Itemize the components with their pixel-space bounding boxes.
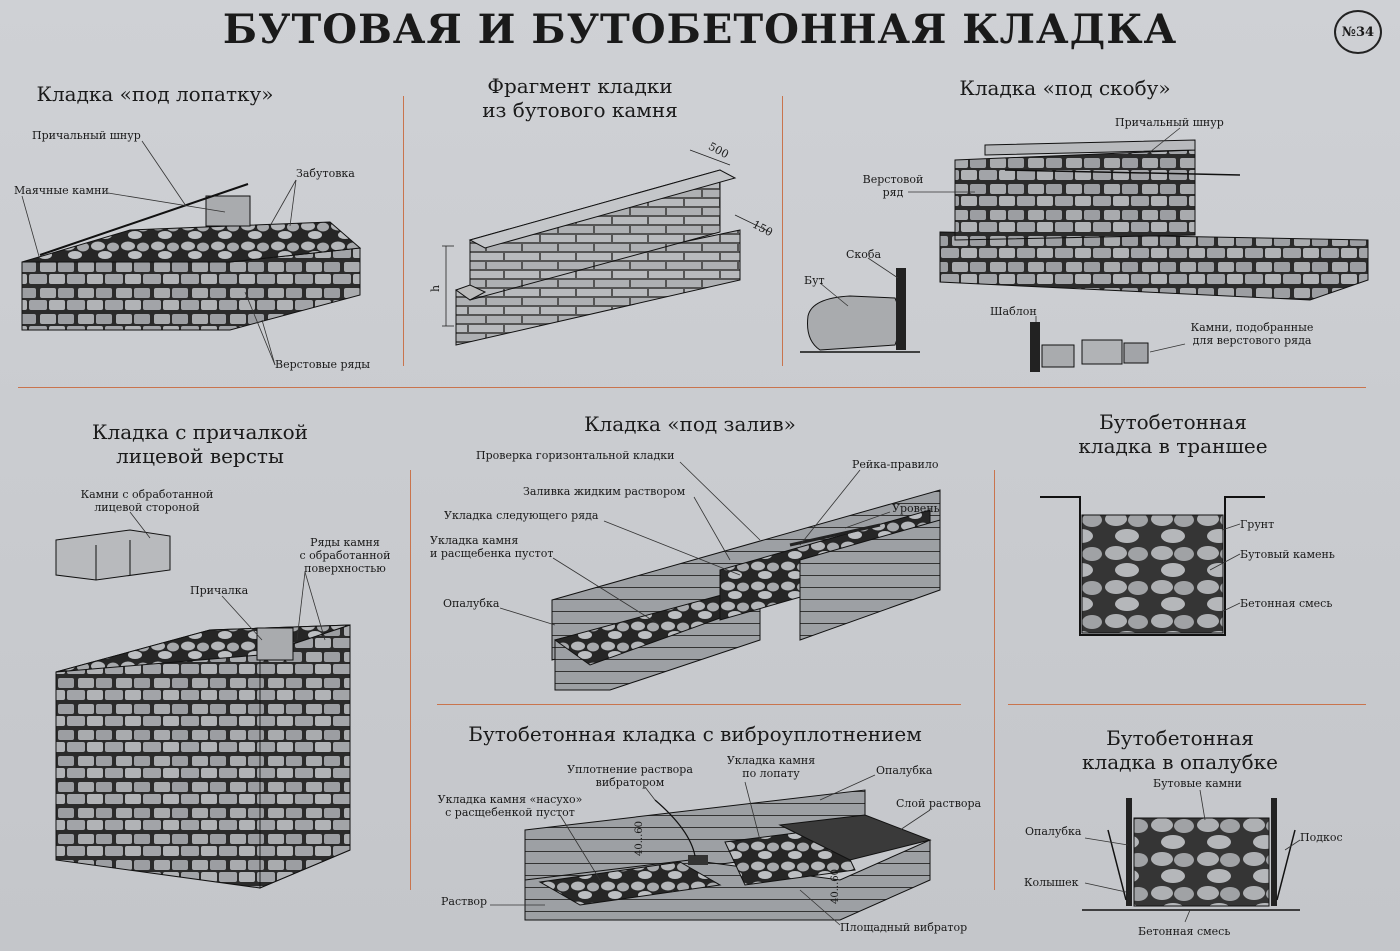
label-mayachnye-kamni: Маячные камни	[14, 184, 109, 197]
heading-fragment: Фрагмент кладки из бутового камня	[440, 74, 720, 122]
label-podkos: Подкос	[1300, 831, 1343, 844]
poster-title: БУТОВАЯ И БУТОБЕТОННАЯ КЛАДКА	[222, 6, 1178, 53]
label-po-lopatu-line1: Укладка камня	[726, 754, 816, 767]
label-kamni-obrabotannye-line2: лицевой стороной	[94, 501, 200, 514]
label-po-lopatu-line2: по лопату	[742, 767, 800, 780]
label-reyka: Рейка-правило	[852, 458, 939, 471]
drawing-pod-zaliv	[499, 461, 941, 691]
label-uplotnenie-line1: Уплотнение раствора	[567, 763, 693, 776]
label-nasukho-line1: Укладка камня «насухо»	[437, 793, 583, 806]
label-ukladka-kamnya: Укладка камня и расщебенка пустот	[430, 534, 553, 560]
heading-transheya-line1: Бутобетонная	[1099, 410, 1247, 434]
dim-40-60-a: 40...60	[634, 821, 645, 856]
drawing-pod-lopatku	[21, 140, 362, 366]
label-zabutovka: Забутовка	[296, 167, 355, 180]
label-rastvor: Раствор	[441, 895, 488, 908]
label-po-lopatu: Укладка камня по лопату	[716, 754, 826, 780]
label-butovy-kamen: Бутовый камень	[1240, 548, 1335, 561]
label-nasukho: Укладка камня «насухо» с расщебенкой пус…	[430, 793, 590, 819]
label-kamni-podobrannye: Камни, подобранные для верстового ряда	[1182, 321, 1322, 347]
drawing-pod-skobu	[800, 127, 1369, 372]
heading-pod-skobu: Кладка «под скобу»	[959, 76, 1171, 100]
drawing-opalubka	[1082, 789, 1301, 923]
label-betonnaya-smes-1: Бетонная смесь	[1240, 597, 1333, 610]
label-opalubka-vibro: Опалубка	[876, 764, 933, 777]
heading-opalubka-line1: Бутобетонная	[1106, 726, 1254, 750]
label-butovye-kamni: Бутовые камни	[1153, 777, 1242, 790]
label-ryady-line3: поверхностью	[304, 562, 386, 575]
heading-pod-lopatku: Кладка «под лопатку»	[36, 82, 274, 106]
label-betonnaya-smes-2: Бетонная смесь	[1138, 925, 1231, 938]
label-verstovoy-line2: ряд	[882, 186, 904, 199]
label-ryady-kamnya: Ряды камня с обработанной поверхностью	[290, 536, 400, 575]
label-verstovoy-ryad: Верстовой ряд	[858, 173, 928, 199]
label-ukladka-ryada: Укладка следующего ряда	[444, 509, 599, 522]
divider-v4	[994, 470, 995, 890]
label-ryady-line1: Ряды камня	[310, 536, 380, 549]
heading-opalubka-line2: кладка в опалубке	[1082, 750, 1278, 774]
divider-v2	[782, 96, 783, 366]
heading-prichalka-line2: лицевой версты	[116, 444, 284, 468]
label-prichalny-shnur-2: Причальный шнур	[1115, 116, 1224, 129]
drawing-vibro	[490, 774, 932, 926]
heading-opalubka: Бутобетонная кладка в опалубке	[1060, 726, 1300, 774]
label-kamni-obrabotannye: Камни с обработанной лицевой стороной	[72, 488, 222, 514]
label-uplotnenie-line2: вибратором	[595, 776, 665, 789]
heading-pod-zaliv: Кладка «под залив»	[584, 412, 796, 436]
dim-h: h	[429, 284, 443, 293]
heading-transheya-line2: кладка в траншее	[1078, 434, 1268, 458]
label-ryady-line2: с обработанной	[299, 549, 391, 562]
label-prichalka: Причалка	[190, 584, 249, 597]
label-kamni-podobrannye-line2: для верстового ряда	[1192, 334, 1312, 347]
label-prichalny-shnur-1: Причальный шнур	[32, 129, 141, 142]
heading-fragment-line1: Фрагмент кладки	[487, 74, 673, 98]
label-sloy-rastvora: Слой раствора	[896, 797, 982, 810]
poster-number-badge: №34	[1334, 10, 1382, 54]
label-nasukho-line2: с расщебенкой пустот	[445, 806, 575, 819]
heading-prichalka-line1: Кладка с причалкой	[92, 420, 308, 444]
label-but: Бут	[804, 274, 825, 287]
label-proverka: Проверка горизонтальной кладки	[476, 449, 675, 462]
label-uplotnenie: Уплотнение раствора вибратором	[560, 763, 700, 789]
label-zalivka: Заливка жидким раствором	[523, 485, 686, 498]
label-ukladka-kamnya-line1: Укладка камня	[430, 534, 519, 547]
divider-v1	[403, 96, 404, 366]
label-opalubka-2: Опалубка	[1025, 825, 1082, 838]
heading-fragment-line2: из бутового камня	[482, 98, 678, 122]
label-verstovoy-line1: Верстовой	[862, 173, 924, 186]
label-vibrator: Площадный вибратор	[840, 921, 968, 934]
label-kamni-obrabotannye-line1: Камни с обработанной	[80, 488, 214, 501]
drawing-fragment	[442, 149, 771, 346]
divider-h3	[1008, 704, 1366, 705]
label-ukladka-kamnya-line2: и расщебенка пустот	[430, 547, 554, 560]
drawing-prichalka	[55, 511, 351, 889]
drawing-transheya	[1040, 496, 1265, 636]
divider-h2	[437, 704, 961, 705]
label-skoba: Скоба	[846, 248, 882, 261]
label-verstovye-ryady: Верстовые ряды	[275, 358, 370, 371]
divider-v3	[410, 470, 411, 890]
divider-h1	[18, 387, 1366, 388]
label-opalubka-zaliv: Опалубка	[443, 597, 500, 610]
heading-vibro: Бутобетонная кладка с виброуплотнением	[468, 722, 922, 746]
label-uroven: Уровень	[892, 502, 940, 515]
label-kolyshek: Колышек	[1024, 876, 1079, 889]
label-kamni-podobrannye-line1: Камни, подобранные	[1190, 321, 1314, 334]
dim-40-60-b: 40...60	[830, 869, 841, 904]
label-shablon: Шаблон	[990, 305, 1037, 318]
heading-prichalka: Кладка с причалкой лицевой версты	[60, 420, 340, 468]
heading-transheya: Бутобетонная кладка в траншее	[1050, 410, 1296, 458]
label-grunt: Грунт	[1240, 518, 1275, 531]
